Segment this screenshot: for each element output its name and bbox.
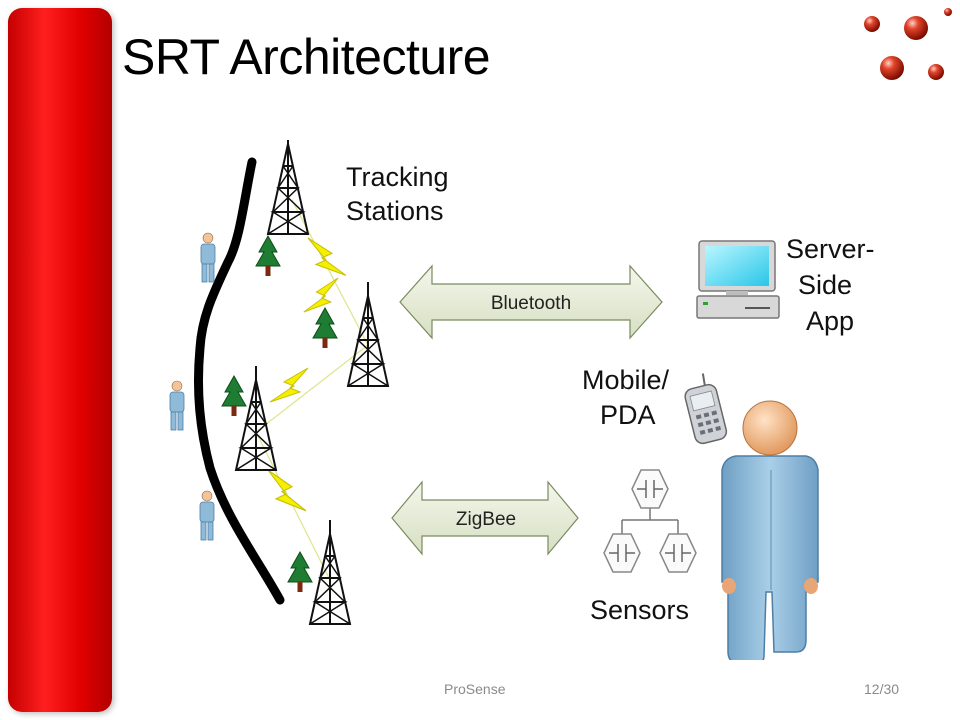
footer-presentation-name: ProSense <box>444 681 506 697</box>
cell-tower-icon <box>309 519 351 625</box>
slide-title: SRT Architecture <box>122 29 491 85</box>
mobile-label-line2: PDA <box>600 400 656 430</box>
bluetooth-label: Bluetooth <box>491 293 571 314</box>
tracking-stations-label-line2: Stations <box>346 196 444 226</box>
bubble <box>944 8 952 16</box>
mobile-label-line1: Mobile/ <box>582 365 670 395</box>
lightning-bolt-icon <box>307 237 347 276</box>
server-label-line2: Side <box>798 270 852 300</box>
zigbee-double-arrow <box>391 480 579 556</box>
tree-icon <box>221 375 247 417</box>
bluetooth-double-arrow <box>399 264 663 340</box>
zigbee-label: ZigBee <box>456 509 516 530</box>
road-path <box>193 157 285 605</box>
srt-architecture-diagram: Tracking Stations Bluetooth ZigBee Serve… <box>169 140 875 660</box>
computer-icon <box>696 240 780 319</box>
tree-icon <box>312 307 338 349</box>
lightning-bolt-icon <box>269 367 309 403</box>
person-icon <box>199 490 215 541</box>
server-label-line1: Server- <box>786 234 875 264</box>
lightning-bolt-icon <box>303 277 339 313</box>
cell-tower-icon <box>235 365 277 471</box>
cell-tower-icon <box>347 281 389 387</box>
decorative-bubbles <box>864 8 952 80</box>
tracking-stations-label-line1: Tracking <box>346 162 449 192</box>
user-person-icon <box>721 400 819 660</box>
sensors-label: Sensors <box>590 595 689 625</box>
bubble <box>904 16 928 40</box>
sensors-icon <box>603 469 697 573</box>
tree-icon <box>287 551 313 593</box>
bubble <box>880 56 904 80</box>
lightning-bolt-icon <box>267 469 307 512</box>
tree-icon <box>255 235 281 277</box>
person-icon <box>200 232 216 283</box>
mobile-phone-icon <box>684 373 728 445</box>
person-icon <box>169 380 185 431</box>
server-label-line3: App <box>806 306 854 336</box>
bubble <box>864 16 880 32</box>
bubble <box>928 64 944 80</box>
footer-page-number: 12/30 <box>864 681 900 697</box>
red-sidebar-bar <box>8 8 112 712</box>
